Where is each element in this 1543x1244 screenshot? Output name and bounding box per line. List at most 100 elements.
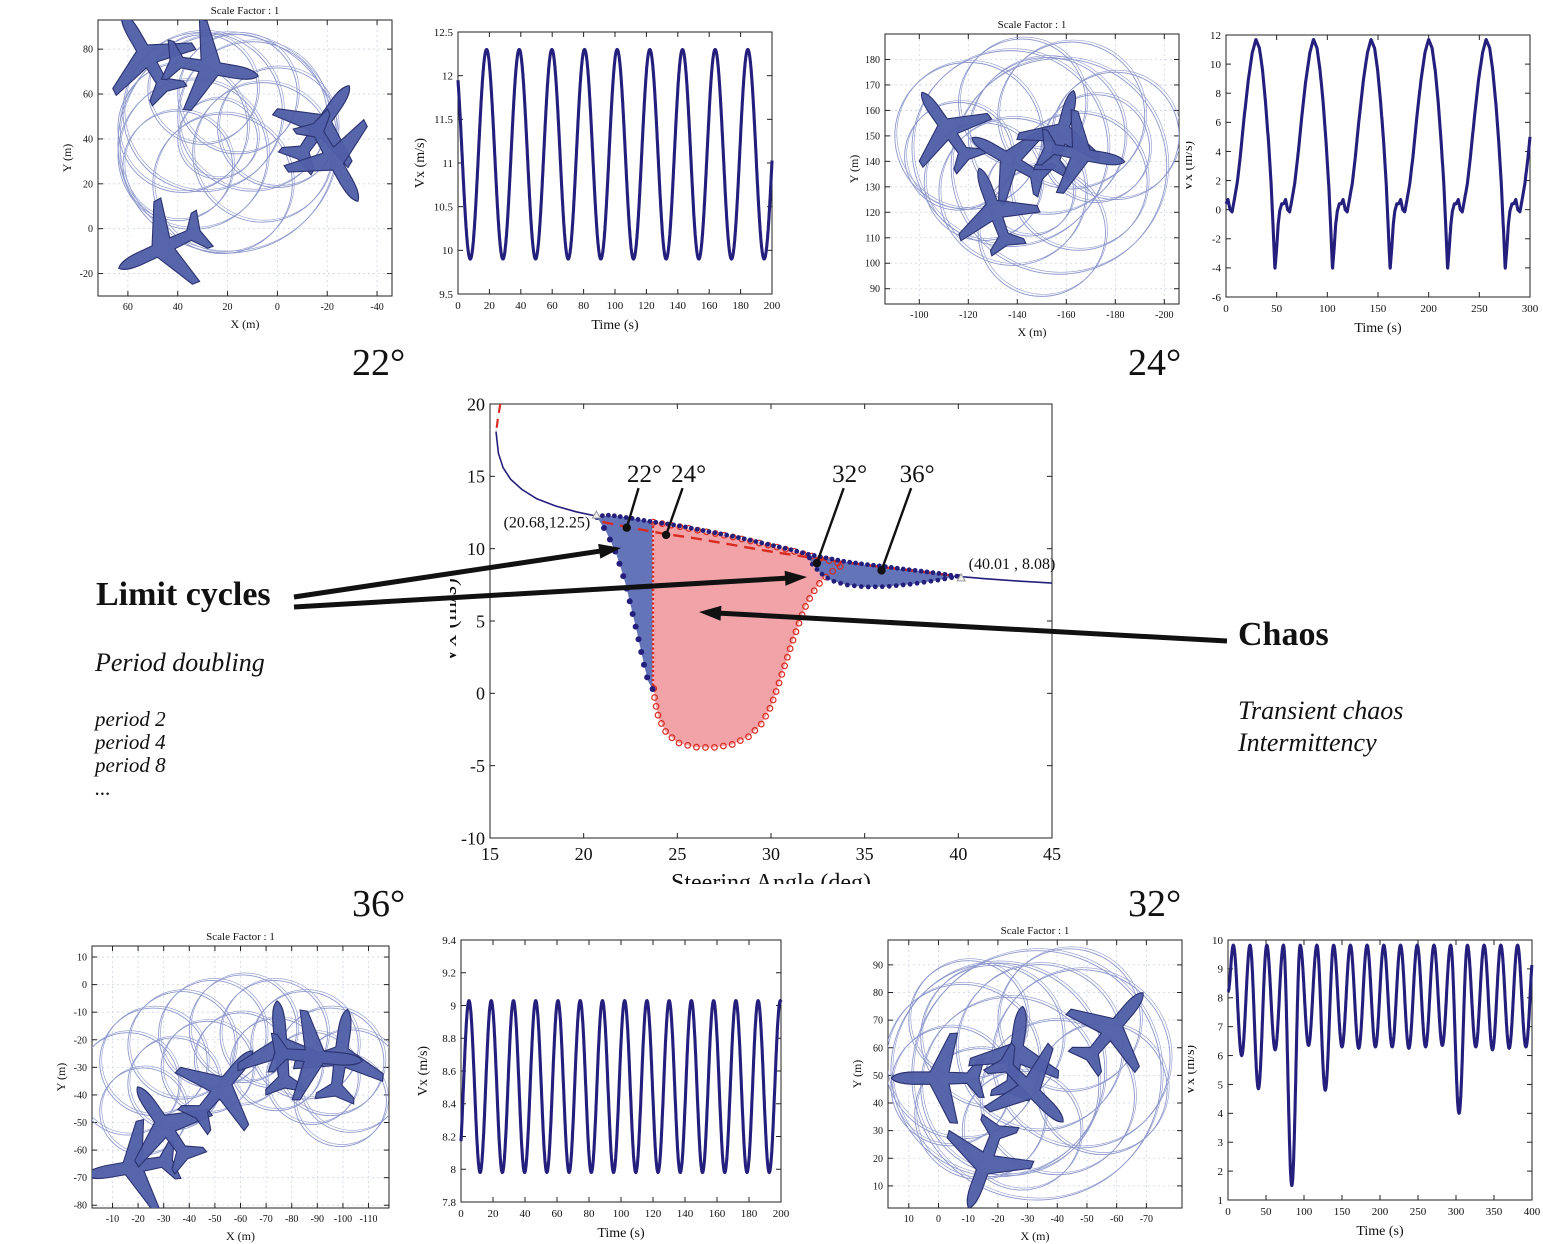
svg-text:4: 4 (1218, 1108, 1224, 1120)
svg-text:80: 80 (83, 45, 93, 56)
svg-text:-30: -30 (1021, 1214, 1034, 1225)
svg-text:10: 10 (1210, 59, 1222, 71)
svg-text:9.4: 9.4 (442, 935, 456, 947)
svg-text:-100: -100 (334, 1214, 352, 1225)
panel-trajectory-36deg: -10-20-30-40-50-60-70-80-90-100-110-80-7… (52, 928, 397, 1244)
label-angle-22: 22° (352, 342, 406, 384)
svg-text:Vx (m/s): Vx (m/s) (416, 1046, 431, 1097)
svg-text:100: 100 (1296, 1206, 1313, 1218)
svg-text:100: 100 (613, 1208, 630, 1220)
period-2-label: period 2 (95, 707, 166, 731)
svg-text:90: 90 (870, 284, 880, 295)
svg-text:110: 110 (865, 233, 880, 244)
svg-text:120: 120 (638, 300, 655, 312)
svg-text:20: 20 (467, 394, 485, 414)
svg-text:Vx (m/s): Vx (m/s) (1186, 141, 1196, 192)
svg-text:(40.01 , 8.08): (40.01 , 8.08) (969, 556, 1056, 573)
svg-text:200: 200 (773, 1208, 790, 1220)
svg-text:-40: -40 (183, 1214, 196, 1225)
svg-text:-70: -70 (1140, 1214, 1153, 1225)
svg-text:-5: -5 (470, 756, 485, 776)
svg-text:30: 30 (762, 844, 780, 864)
svg-text:-10: -10 (74, 1008, 87, 1019)
svg-text:2: 2 (1218, 1166, 1224, 1178)
svg-text:0: 0 (82, 980, 87, 991)
svg-text:-90: -90 (311, 1214, 324, 1225)
svg-text:12.5: 12.5 (434, 27, 454, 39)
svg-text:250: 250 (1471, 303, 1488, 315)
limit-cycles-title: Limit cycles (96, 576, 271, 613)
svg-text:-6: -6 (1212, 292, 1222, 304)
svg-text:45: 45 (1043, 844, 1061, 864)
svg-text:100: 100 (1319, 303, 1336, 315)
svg-text:9.5: 9.5 (439, 289, 453, 301)
svg-text:30: 30 (873, 1126, 883, 1137)
svg-text:0: 0 (1223, 303, 1229, 315)
svg-text:X (m): X (m) (1018, 325, 1047, 339)
svg-text:-20: -20 (991, 1214, 1004, 1225)
svg-text:0: 0 (476, 684, 485, 704)
svg-text:-160: -160 (1057, 310, 1075, 321)
svg-text:-4: -4 (1212, 263, 1222, 275)
svg-text:12: 12 (442, 71, 453, 83)
svg-text:20: 20 (488, 1208, 500, 1220)
period-doubling-label: Period doubling (95, 648, 265, 677)
svg-text:-2: -2 (1212, 234, 1221, 246)
svg-text:250: 250 (1410, 1206, 1427, 1218)
svg-text:10: 10 (873, 1181, 883, 1192)
svg-text:36°: 36° (900, 461, 935, 488)
svg-text:40: 40 (873, 1099, 883, 1110)
svg-text:10: 10 (467, 539, 485, 559)
svg-text:-70: -70 (259, 1214, 272, 1225)
svg-text:-20: -20 (80, 269, 93, 280)
svg-text:8.2: 8.2 (442, 1131, 456, 1143)
svg-text:90: 90 (873, 960, 883, 971)
svg-text:Y (m): Y (m) (850, 1060, 864, 1089)
svg-text:-10: -10 (962, 1214, 975, 1225)
svg-text:-180: -180 (1106, 310, 1124, 321)
svg-text:10: 10 (77, 953, 87, 964)
svg-text:Time (s): Time (s) (597, 1226, 645, 1241)
svg-text:X (m): X (m) (226, 1229, 255, 1243)
svg-text:Y (m): Y (m) (60, 144, 74, 173)
svg-text:2: 2 (1216, 175, 1222, 187)
svg-text:Vx (m/s): Vx (m/s) (413, 138, 428, 189)
svg-text:40: 40 (515, 300, 527, 312)
svg-text:-20: -20 (74, 1035, 87, 1046)
svg-text:-30: -30 (157, 1214, 170, 1225)
svg-text:0: 0 (275, 302, 280, 313)
intermittency-label: Intermittency (1238, 728, 1377, 757)
svg-text:160: 160 (709, 1208, 726, 1220)
svg-text:-50: -50 (208, 1214, 221, 1225)
svg-text:-30: -30 (74, 1063, 87, 1074)
svg-text:200: 200 (1372, 1206, 1389, 1218)
svg-text:15: 15 (467, 467, 485, 487)
svg-text:60: 60 (547, 300, 559, 312)
svg-text:-140: -140 (1008, 310, 1026, 321)
svg-text:15: 15 (481, 844, 499, 864)
svg-text:160: 160 (865, 106, 880, 117)
svg-text:200: 200 (764, 300, 781, 312)
svg-text:0: 0 (458, 1208, 464, 1220)
svg-text:-80: -80 (74, 1201, 87, 1212)
svg-text:100: 100 (607, 300, 624, 312)
trajectory-plot-24deg: -100-120-140-160-180-2009010011012013014… (847, 19, 1180, 339)
svg-text:Steering Angle (deg): Steering Angle (deg) (671, 870, 871, 884)
svg-text:200: 200 (1420, 303, 1437, 315)
svg-text:80: 80 (584, 1208, 596, 1220)
svg-text:10: 10 (1212, 935, 1224, 947)
svg-text:60: 60 (552, 1208, 564, 1220)
svg-text:10: 10 (904, 1214, 914, 1225)
svg-text:-40: -40 (370, 302, 383, 313)
svg-text:-200: -200 (1155, 310, 1173, 321)
svg-text:80: 80 (873, 988, 883, 999)
svg-text:-70: -70 (74, 1173, 87, 1184)
svg-text:9: 9 (451, 1000, 457, 1012)
